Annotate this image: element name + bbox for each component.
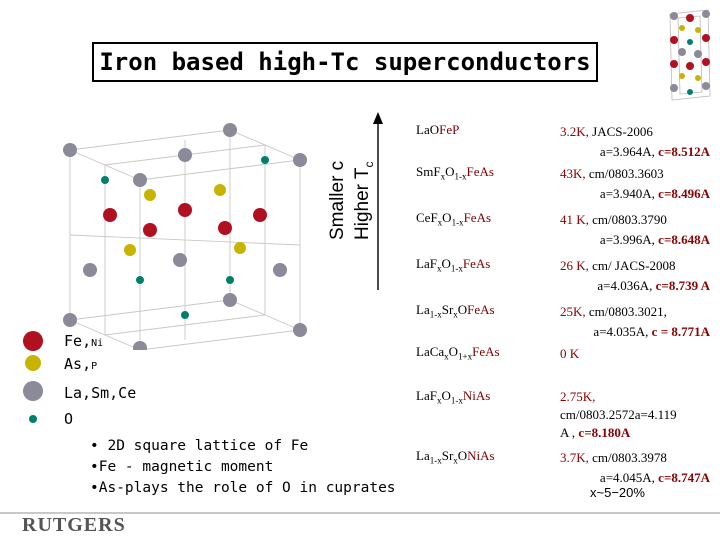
compound-formula: LaFxO1-xFeAs bbox=[416, 256, 491, 274]
legend-swatches bbox=[23, 331, 43, 423]
tc-value: 3.7K, bbox=[560, 450, 589, 465]
tc-value: 0 K bbox=[560, 346, 580, 361]
reference: cm/ JACS-2008 bbox=[592, 258, 676, 273]
lattice-a: a=3.964A, bbox=[599, 144, 655, 159]
compound-formula: LaCaxO1+xFeAs bbox=[416, 344, 500, 362]
legend-la: La,Sm,Ce bbox=[64, 384, 137, 402]
lattice-a: a=4.045A, bbox=[599, 470, 655, 485]
lattice-c: c=8.739 A bbox=[655, 278, 710, 293]
compound-info: 3.2K, JACS-2006 a=3.964A, c=8.512A bbox=[560, 122, 710, 162]
lattice-a: a=4.036A, bbox=[597, 278, 653, 293]
lattice-c: c=8.747A bbox=[658, 470, 710, 485]
compound-info: 0 K bbox=[560, 344, 710, 364]
legend-as-name: As bbox=[64, 355, 83, 373]
crystal-structure-illustration bbox=[30, 120, 330, 355]
lattice-c: c=8.512A bbox=[658, 144, 710, 159]
tc-value: 25K, bbox=[560, 304, 586, 319]
lattice-c: c=8.648A bbox=[658, 232, 710, 247]
legend-fe-name: Fe bbox=[64, 332, 83, 350]
legend-fe-suffix: Ni bbox=[91, 338, 104, 349]
bullet-item: •Fe - magnetic moment bbox=[90, 459, 274, 475]
compound-formula: La1-xSrxOFeAs bbox=[416, 302, 495, 320]
la-swatch bbox=[23, 381, 43, 401]
lattice-c: c = 8.771A bbox=[651, 324, 710, 339]
doping-note: x~5−20% bbox=[590, 485, 645, 500]
tc-value: 43K, bbox=[560, 166, 586, 181]
tc-value: 3.2K, bbox=[560, 124, 589, 139]
legend-as: As,P bbox=[64, 355, 98, 373]
compound-formula: La1-xSrxONiAs bbox=[416, 448, 495, 466]
trend-arrow-icon bbox=[373, 112, 383, 290]
o-swatch bbox=[29, 415, 37, 423]
corner-crystal-thumbnail bbox=[660, 4, 718, 104]
compound-info: 3.7K, cm/0803.3978 a=4.045A, c=8.747A bbox=[560, 448, 710, 488]
reference: cm/0803.3978 bbox=[592, 450, 667, 465]
compound-formula: CeFxO1-xFeAs bbox=[416, 210, 492, 228]
reference: JACS-2006 bbox=[592, 124, 653, 139]
compound-info: 26 K, cm/ JACS-2008 a=4.036A, c=8.739 A bbox=[560, 256, 710, 296]
reference: cm/0803.3603 bbox=[588, 166, 664, 181]
smaller-c-label: Smaller c bbox=[327, 160, 348, 240]
compound-formula: SmFxO1-xFeAs bbox=[416, 164, 494, 182]
bullet-item: •As-plays the role of O in cuprates bbox=[90, 480, 396, 496]
legend-as-suffix: P bbox=[91, 361, 98, 372]
title-box: Iron based high-Tc superconductors bbox=[92, 42, 598, 82]
bullet-item: • 2D square lattice of Fe bbox=[90, 438, 309, 454]
slide-title: Iron based high-Tc superconductors bbox=[99, 48, 591, 76]
legend-fe: Fe,Ni bbox=[64, 332, 104, 350]
atom-legend: Fe,Ni As,P La,Sm,Ce O bbox=[18, 330, 178, 435]
fe-swatch bbox=[23, 331, 43, 351]
compound-formula: LaOFeP bbox=[416, 122, 460, 137]
lattice-a: A , bbox=[560, 425, 576, 440]
lattice-c: c=8.180A bbox=[578, 425, 631, 440]
compound-info: 43K, cm/0803.3603 a=3.940A, c=8.496A bbox=[560, 164, 710, 204]
compound-info: 41 K, cm/0803.3790 a=3.996A, c=8.648A bbox=[560, 210, 710, 250]
reference: cm/0803.2572a=4.119 bbox=[560, 407, 677, 422]
tc-value: 2.75K, bbox=[560, 389, 596, 404]
footer-divider bbox=[0, 512, 720, 514]
compound-info: 2.75K, cm/0803.2572a=4.119 A , c=8.180A bbox=[560, 388, 710, 442]
compound-formula: LaFxO1-xNiAs bbox=[416, 388, 491, 406]
compound-info: 25K, cm/0803.3021, a=4.035A, c = 8.771A bbox=[560, 302, 710, 342]
reference: cm/0803.3021, bbox=[588, 304, 667, 319]
legend-o: O bbox=[64, 410, 74, 428]
tc-value: 26 K, bbox=[560, 258, 589, 273]
rutgers-logo: RUTGERS bbox=[22, 514, 126, 536]
tc-value: 41 K, bbox=[560, 212, 589, 227]
bullet-list: • 2D square lattice of Fe •Fe - magnetic… bbox=[90, 436, 396, 499]
lattice-a: a=4.035A, bbox=[593, 324, 649, 339]
lattice-a: a=3.940A, bbox=[599, 186, 655, 201]
reference: cm/0803.3790 bbox=[592, 212, 667, 227]
lattice-a: a=3.996A, bbox=[599, 232, 655, 247]
as-swatch bbox=[25, 355, 41, 371]
lattice-c: c=8.496A bbox=[658, 186, 710, 201]
